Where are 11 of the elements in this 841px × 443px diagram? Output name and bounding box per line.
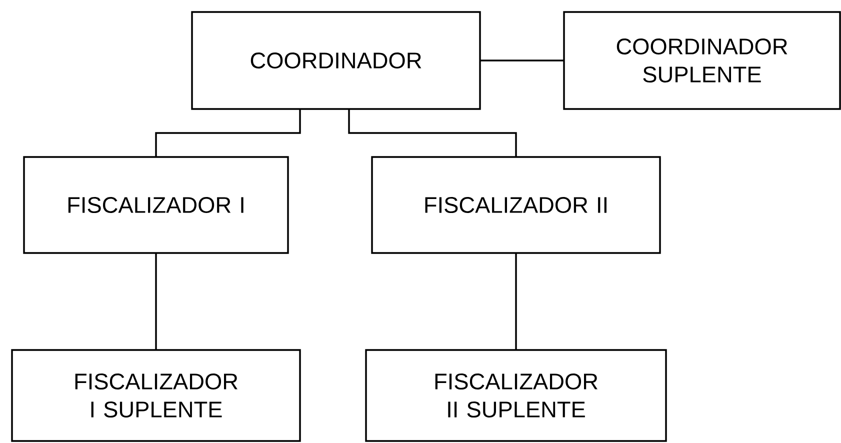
org-box: COORDINADOR — [191, 11, 481, 110]
org-box: FISCALIZADOR II — [371, 156, 661, 254]
org-box: FISCALIZADOR II SUPLENTE — [365, 349, 667, 442]
connector-line — [515, 253, 517, 350]
org-box: FISCALIZADOR I SUPLENTE — [11, 349, 301, 442]
connector-line — [155, 109, 301, 157]
connector-line — [348, 109, 517, 157]
connector-line — [480, 60, 564, 62]
org-box: COORDINADOR SUPLENTE — [563, 11, 841, 110]
org-box: FISCALIZADOR I — [23, 156, 289, 254]
connector-line — [155, 253, 157, 350]
